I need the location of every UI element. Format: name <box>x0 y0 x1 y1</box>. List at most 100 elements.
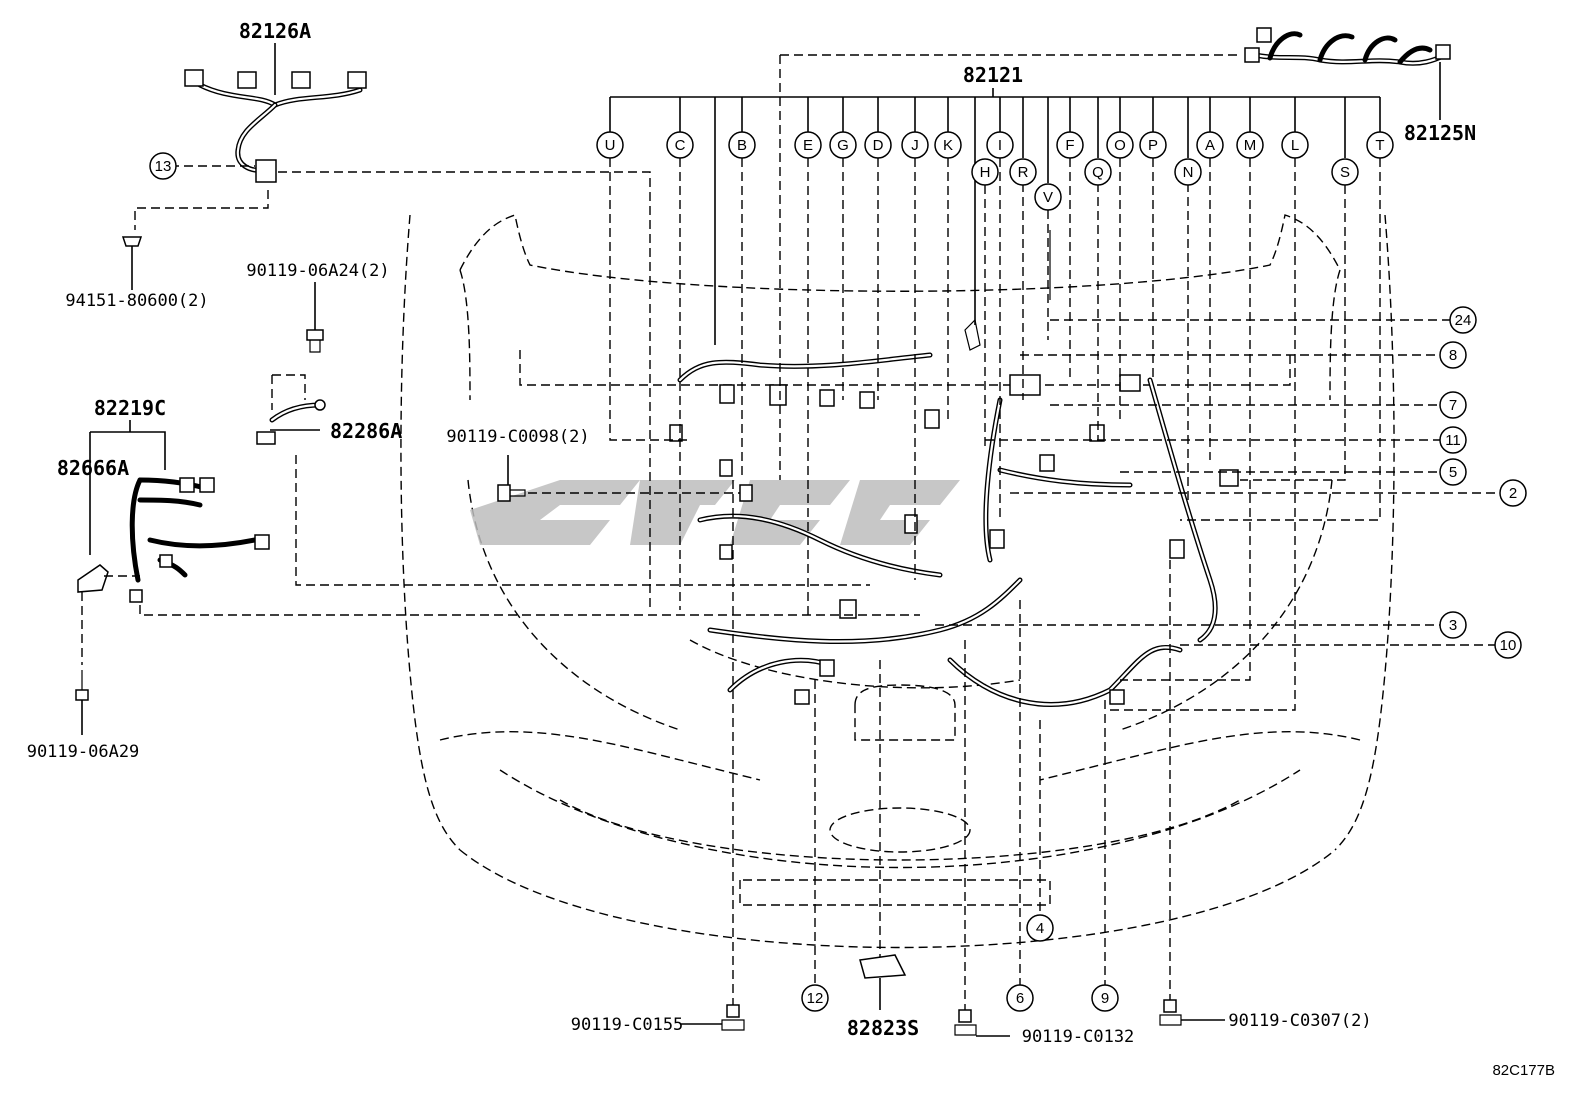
letter-callout-label: I <box>998 137 1002 154</box>
part-label-90119-C0307: 90119-C0307(2) <box>1228 1011 1371 1031</box>
number-callout-12: 12 <box>801 984 829 1012</box>
number-callout-7: 7 <box>1439 391 1467 419</box>
number-callout-10: 10 <box>1494 631 1522 659</box>
letter-callout-d: D <box>864 131 892 159</box>
clip-94151-icon <box>121 236 143 290</box>
number-callout-8: 8 <box>1439 341 1467 369</box>
letter-callout-j: J <box>901 131 929 159</box>
letter-callout-k: K <box>934 131 962 159</box>
letter-callout-label: B <box>737 137 747 154</box>
letter-callout-label: F <box>1065 137 1074 154</box>
letter-callout-label: A <box>1205 137 1215 154</box>
svg-text:9: 9 <box>1101 990 1109 1007</box>
part-label-82823S: 82823S <box>847 1016 919 1040</box>
letter-callout-g: G <box>829 131 857 159</box>
letter-callout-label: M <box>1244 137 1257 154</box>
engine-harness-assembly <box>669 230 1239 707</box>
harness-82121-leaders <box>609 54 1381 711</box>
letter-callout-f: F <box>1056 131 1084 159</box>
letter-callout-label: K <box>943 137 953 154</box>
number-callout-2: 2 <box>1499 479 1527 507</box>
letter-callout-e: E <box>794 131 822 159</box>
letter-callout-h: H <box>971 158 999 186</box>
svg-text:12: 12 <box>807 990 824 1007</box>
letter-callout-label: O <box>1114 137 1126 154</box>
svg-text:8: 8 <box>1449 347 1457 364</box>
part-label-82121: 82121 <box>963 63 1023 87</box>
svg-text:13: 13 <box>155 158 172 175</box>
svg-text:3: 3 <box>1449 617 1457 634</box>
number-callout-6: 6 <box>1006 984 1034 1012</box>
letter-callout-label: G <box>837 137 849 154</box>
vehicle-outline <box>400 214 1395 949</box>
bolt-90119-C0098-icon <box>497 455 740 502</box>
letter-callout-label: S <box>1340 164 1350 181</box>
letter-callout-o: O <box>1106 131 1134 159</box>
letter-callout-label: Q <box>1092 164 1104 181</box>
number-callout-4: 4 <box>1026 914 1054 942</box>
letter-callout-v: V <box>1034 183 1062 211</box>
svg-text:7: 7 <box>1449 397 1457 414</box>
letter-callout-label: L <box>1291 137 1299 154</box>
harness-82126A-illustration <box>134 43 651 610</box>
harness-82219C-illustration <box>77 420 920 665</box>
letter-callout-a: A <box>1196 131 1224 159</box>
harness-82286A-illustration <box>256 374 870 586</box>
svg-text:6: 6 <box>1016 990 1024 1007</box>
part-label-82126A: 82126A <box>239 19 311 43</box>
part-label-82666A: 82666A <box>57 456 129 480</box>
letter-callout-label: E <box>803 137 813 154</box>
letter-callout-i: I <box>986 131 1014 159</box>
letter-callout-label: R <box>1018 164 1029 181</box>
letter-callout-c: C <box>666 131 694 159</box>
letter-callout-n: N <box>1174 158 1202 186</box>
letter-callout-label: U <box>605 137 616 154</box>
number-callout-5: 5 <box>1439 458 1467 486</box>
letter-callout-s: S <box>1331 158 1359 186</box>
number-callout-24: 24 <box>1449 306 1477 334</box>
bolt-90119-06A24-icon <box>306 282 324 353</box>
letter-callout-m: M <box>1236 131 1264 159</box>
svg-text:5: 5 <box>1449 464 1457 481</box>
letter-callout-label: T <box>1375 137 1384 154</box>
part-label-90119-C0155: 90119-C0155 <box>571 1015 684 1035</box>
letter-callout-label: D <box>873 137 884 154</box>
letter-callout-label: N <box>1183 164 1194 181</box>
number-callout-3: 3 <box>1439 611 1467 639</box>
number-callout-13: 13 <box>149 152 177 180</box>
letter-callout-r: R <box>1009 158 1037 186</box>
svg-text:24: 24 <box>1455 312 1472 329</box>
letter-callout-label: P <box>1148 137 1158 154</box>
part-label-90119-C0132: 90119-C0132 <box>1022 1027 1135 1047</box>
svg-text:10: 10 <box>1500 637 1517 654</box>
part-label-94151-80600: 94151-80600(2) <box>65 291 208 311</box>
part-label-90119-06A29: 90119-06A29 <box>27 742 140 762</box>
right-callout-leaders <box>935 319 1500 646</box>
letter-callout-label: J <box>911 137 919 154</box>
part-label-82219C: 82219C <box>94 396 166 420</box>
bottom-fasteners <box>680 480 1225 1037</box>
letter-callout-label: C <box>675 137 686 154</box>
number-callout-11: 11 <box>1439 426 1467 454</box>
letter-callout-p: P <box>1139 131 1167 159</box>
part-label-82286A: 82286A <box>330 419 402 443</box>
letter-callout-t: T <box>1366 131 1394 159</box>
svg-text:11: 11 <box>1445 432 1461 449</box>
svg-text:4: 4 <box>1036 920 1044 937</box>
svg-text:2: 2 <box>1509 485 1517 502</box>
part-label-90119-06A24: 90119-06A24(2) <box>246 261 389 281</box>
diagram-code: 82C177B <box>1492 1062 1555 1079</box>
harness-82125N-illustration <box>1244 27 1451 120</box>
letter-callout-l: L <box>1281 131 1309 159</box>
letter-callout-u: U <box>596 131 624 159</box>
part-label-82125N: 82125N <box>1404 121 1476 145</box>
number-callout-9: 9 <box>1091 984 1119 1012</box>
bolt-90119-06A29-icon <box>75 670 89 735</box>
letter-callout-q: Q <box>1084 158 1112 186</box>
letter-callout-label: V <box>1043 189 1053 206</box>
part-label-90119-C0098: 90119-C0098(2) <box>446 427 589 447</box>
letter-callout-b: B <box>728 131 756 159</box>
watermark-logo <box>470 480 960 545</box>
